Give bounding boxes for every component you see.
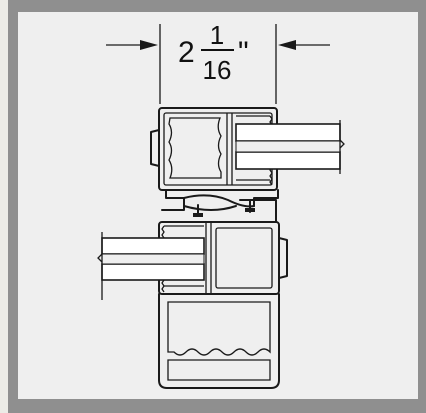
bottom-sill-profile	[158, 293, 280, 389]
dimension-arrow-left-pointing-icon	[278, 40, 330, 50]
dimension-arrow-right-pointing-icon	[106, 40, 158, 50]
window-section-diagram: 2 1 16 "	[8, 0, 426, 413]
meeting-rail-interlock	[161, 189, 279, 223]
drawing-panel	[18, 12, 418, 399]
upper-glass-unit	[235, 120, 345, 174]
dimension-unit: "	[238, 36, 249, 69]
lower-glass-unit	[97, 232, 205, 300]
dimension-label: 2 1 16 "	[178, 20, 249, 85]
diagram-frame: 2 1 16 "	[8, 0, 426, 413]
dimension-whole: 2	[178, 36, 195, 69]
dimension-numerator: 1	[210, 20, 224, 50]
dimension-denominator: 16	[203, 55, 232, 85]
